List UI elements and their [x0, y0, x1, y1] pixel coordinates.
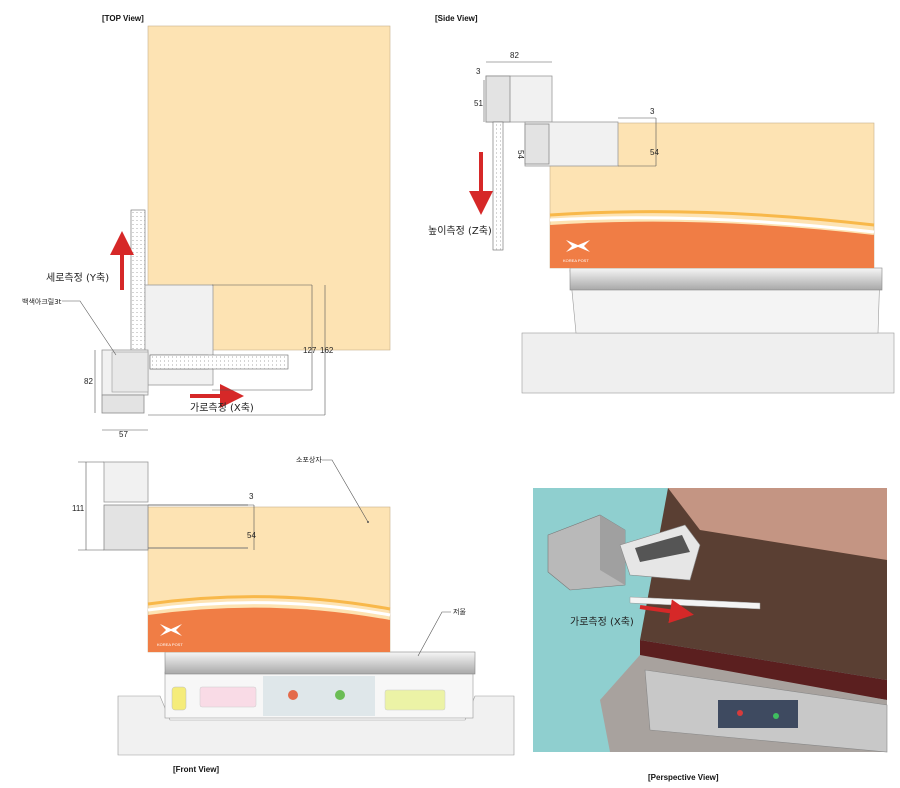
side-dim-3b: 3 — [650, 107, 655, 116]
parcel-label: 소포상자 — [296, 455, 322, 464]
dim-82: 82 — [84, 377, 93, 386]
front-white-stripe — [147, 601, 391, 617]
front-green-light — [335, 690, 345, 700]
persp-panel-display — [718, 700, 798, 728]
side-view-title: [Side View] — [435, 14, 478, 23]
front-panel-display — [263, 676, 375, 716]
perspective-view-title: [Perspective View] — [648, 773, 719, 782]
front-scale-base — [117, 695, 515, 756]
side-head-left — [485, 75, 511, 123]
top-view-title: [TOP View] — [102, 14, 144, 23]
x-axis-label-persp: 가로측정 (X축) — [570, 616, 634, 628]
side-dim-54a: 54 — [516, 150, 525, 159]
side-slider-left — [524, 123, 550, 165]
scale-label: 저울 — [453, 607, 466, 616]
front-head-bottom — [103, 504, 149, 551]
parcel-leader — [322, 459, 369, 523]
scale-leader — [417, 611, 451, 657]
y-axis-label: 세로측정 (Y축) — [46, 272, 109, 284]
top-corner-inner — [111, 351, 149, 393]
front-dim-3: 3 — [249, 492, 254, 501]
acrylic-leader — [62, 300, 117, 356]
front-panel-yellow — [171, 686, 187, 711]
top-view: [TOP View] 세로측정 (Y축) 가로측정 (X축) 백색아크릴3t 8… — [22, 14, 391, 439]
persp-slider-window — [635, 535, 690, 562]
front-panel-lime — [384, 689, 446, 711]
persp-ruler — [629, 596, 761, 610]
side-dim-3a: 3 — [476, 67, 481, 76]
dim-162: 162 — [320, 346, 334, 355]
front-dim-111: 111 — [72, 504, 85, 513]
side-scale-plate — [569, 267, 883, 291]
front-yellow-stripe — [147, 595, 391, 611]
front-logo: KOREA POST — [157, 624, 183, 647]
persp-red-light — [737, 710, 743, 716]
front-red-light — [288, 690, 298, 700]
persp-x-arrow — [639, 599, 694, 624]
acrylic-label: 백색아크릴3t — [22, 297, 62, 306]
side-white-stripe — [549, 216, 875, 234]
front-view: [Front View] KOREA POST 111 3 — [72, 455, 515, 774]
dim-57: 57 — [119, 430, 128, 439]
x-ruler — [149, 354, 289, 370]
side-scale-base — [521, 332, 895, 394]
y-ruler — [130, 209, 146, 351]
front-scale-plate — [164, 651, 476, 675]
front-orange-band — [148, 607, 390, 652]
perspective-view: [Perspective View] 가로측정 (X축) — [533, 488, 888, 782]
front-view-title: [Front View] — [173, 765, 219, 774]
persp-parcel-top — [668, 488, 887, 560]
top-foot — [101, 394, 145, 414]
dim-127: 127 — [303, 346, 317, 355]
side-orange-band — [550, 221, 874, 268]
side-brand: KOREA POST — [563, 258, 589, 263]
front-panel-pink — [199, 686, 257, 708]
front-dim-54: 54 — [247, 531, 256, 540]
side-logo: KOREA POST — [563, 240, 590, 263]
side-dim-51: 51 — [474, 99, 483, 108]
side-yellow-stripe — [549, 210, 875, 227]
front-brand: KOREA POST — [157, 642, 183, 647]
side-view: [Side View] KOREA POST 높이측정 (Z축) 82 3 51… — [428, 14, 895, 394]
side-dim-82: 82 — [510, 51, 519, 60]
side-dim-54b: 54 — [650, 148, 659, 157]
front-head-top — [103, 461, 149, 503]
z-axis-label: 높이측정 (Z축) — [428, 225, 492, 237]
top-slider-block — [144, 284, 214, 386]
x-axis-label-top: 가로측정 (X축) — [190, 402, 254, 414]
z-ruler — [492, 121, 504, 251]
persp-green-light — [773, 713, 779, 719]
persp-parcel-bottom — [640, 640, 887, 700]
parcel-leader-dot — [367, 521, 369, 523]
persp-head-side — [600, 515, 625, 585]
